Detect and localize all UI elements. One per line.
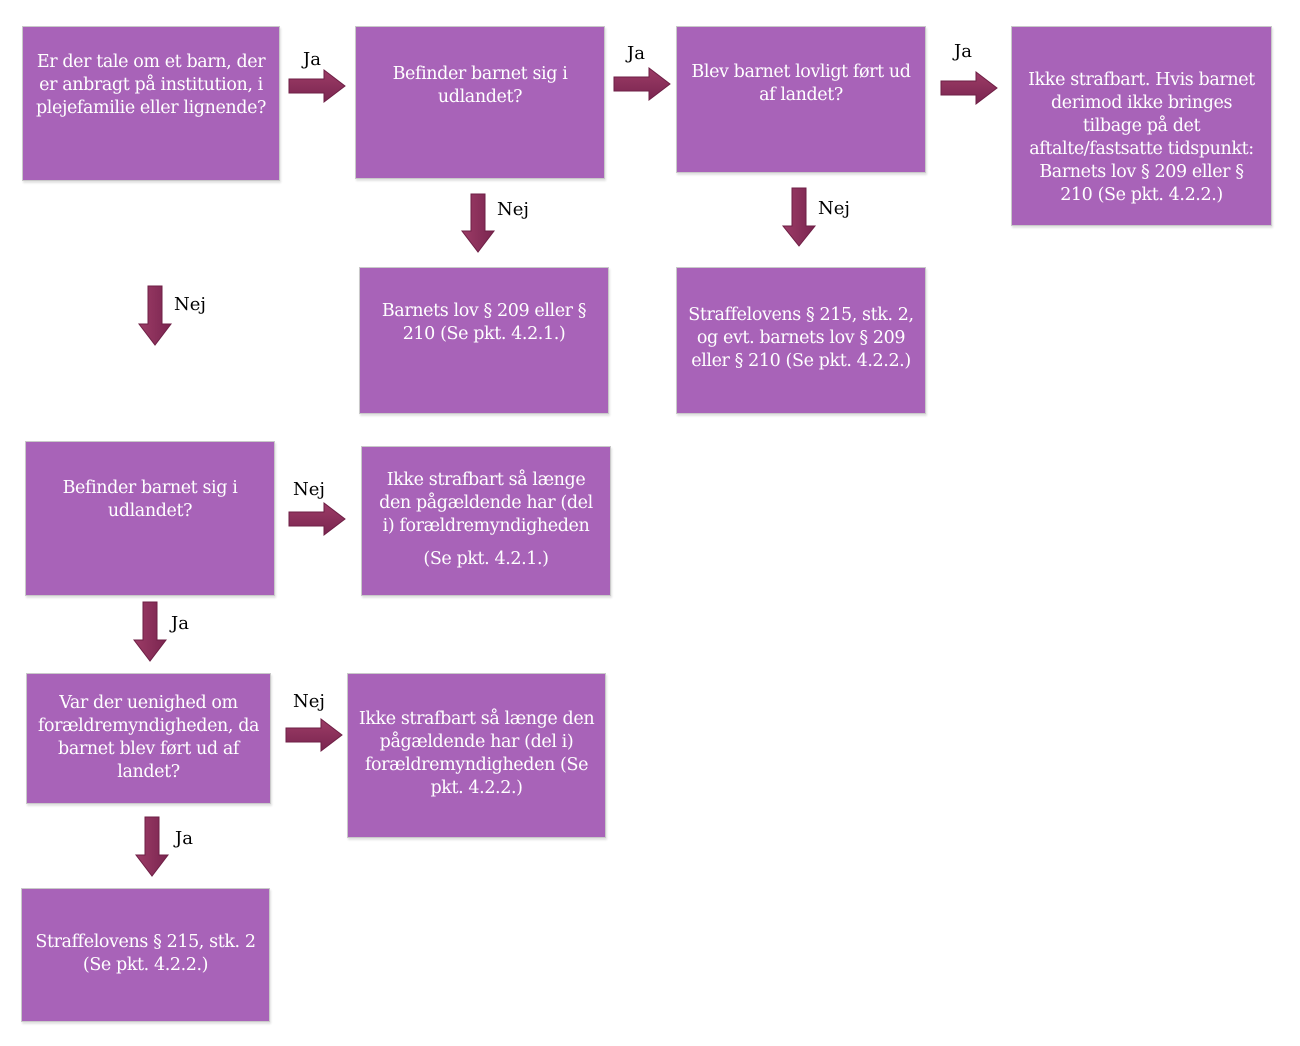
q3-lawful-removal-box: Blev barnet lovligt ført ud af landet? (676, 26, 926, 173)
arrow-right-q3-r1 (940, 70, 998, 106)
arrow-down-q5-r6 (134, 816, 170, 877)
r2-text: Barnets lov § 209 eller § 210 (Se pkt. 4… (381, 301, 587, 344)
q1-text: Er der tale om et barn, der er anbragt p… (35, 52, 267, 118)
arrow-right-q4-r4 (288, 501, 346, 537)
arrow-right-q5-r5 (285, 717, 343, 753)
r6-text: Straffelovens § 215, stk. 2 (Se pkt. 4.2… (35, 932, 256, 975)
label-nej-q1-q4: Nej (174, 294, 206, 315)
r5-text: Ikke strafbart så længe den pågældende h… (358, 709, 595, 798)
label-nej-q3-r3: Nej (818, 198, 850, 219)
r5-not-punishable-box: Ikke strafbart så længe den pågældende h… (347, 673, 606, 838)
label-ja-q4-q5: Ja (171, 613, 189, 634)
q4-text: Befinder barnet sig i udlandet? (62, 478, 238, 521)
q1-institution-box: Er der tale om et barn, der er anbragt p… (22, 26, 280, 181)
q2-text: Befinder barnet sig i udlandet? (392, 64, 568, 107)
q2-abroad-box: Befinder barnet sig i udlandet? (355, 26, 605, 179)
r6-straffeloven-box: Straffelovens § 215, stk. 2 (Se pkt. 4.2… (21, 888, 270, 1022)
label-ja-q1-q2: Ja (303, 49, 321, 70)
label-ja-q2-q3: Ja (627, 43, 645, 64)
arrow-right-q1-q2 (288, 68, 346, 104)
arrow-down-q2-r2 (460, 193, 496, 253)
label-nej-q5-r5: Nej (293, 691, 325, 712)
r4-not-punishable-box: Ikke strafbart så længe den pågældende h… (361, 446, 611, 596)
q5-text: Var der uenighed om forældremyndigheden,… (37, 693, 260, 782)
arrow-down-q4-q5 (132, 601, 168, 662)
r3-straffeloven-box: Straffelovens § 215, stk. 2, og evt. bar… (676, 267, 926, 414)
arrow-right-q2-q3 (613, 66, 671, 102)
r4-text-line1: Ikke strafbart så længe den pågældende h… (379, 470, 593, 536)
label-nej-q2-r2: Nej (497, 199, 529, 220)
label-nej-q4-r4: Nej (293, 479, 325, 500)
q5-custody-dispute-box: Var der uenighed om forældremyndigheden,… (26, 673, 271, 804)
r3-text: Straffelovens § 215, stk. 2, og evt. bar… (688, 305, 914, 371)
r2-barnets-lov-box: Barnets lov § 209 eller § 210 (Se pkt. 4… (359, 267, 609, 414)
label-ja-q5-r6: Ja (175, 828, 193, 849)
arrow-down-q1-q4 (137, 285, 173, 346)
r4-text-line2: (Se pkt. 4.2.1.) (423, 549, 549, 569)
q4-abroad-box: Befinder barnet sig i udlandet? (25, 441, 275, 596)
arrow-down-q3-r3 (781, 187, 817, 247)
label-ja-q3-r1: Ja (954, 41, 972, 62)
q3-text: Blev barnet lovligt ført ud af landet? (691, 62, 911, 105)
r1-not-punishable-box: Ikke strafbart. Hvis barnet derimod ikke… (1011, 26, 1272, 226)
r1-text: Ikke strafbart. Hvis barnet derimod ikke… (1028, 70, 1255, 205)
